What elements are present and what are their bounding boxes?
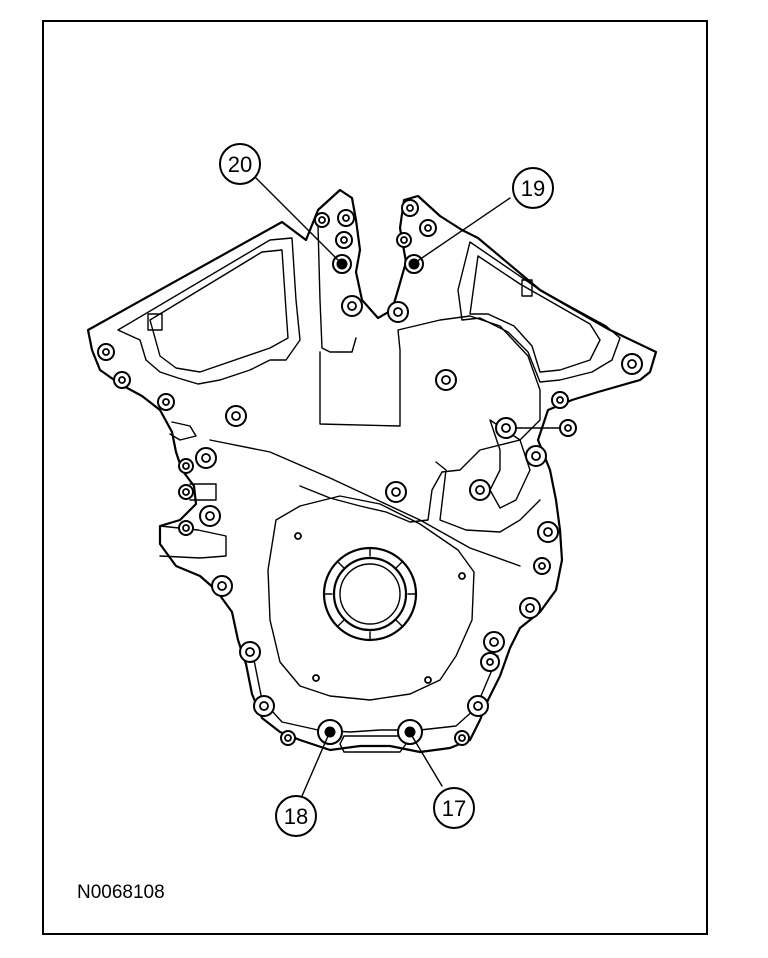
bolt-19 — [404, 254, 424, 274]
callout-17-label: 17 — [442, 796, 466, 821]
leader-17 — [411, 735, 443, 787]
figure-id: N0068108 — [77, 882, 165, 903]
right-cavity-inner — [469, 255, 601, 373]
pump-plate — [267, 495, 475, 701]
plate-dot — [424, 676, 432, 684]
bolt-18 — [317, 719, 343, 745]
cover-outline — [86, 188, 658, 754]
plate-dot — [458, 572, 466, 580]
callout-18: 18 — [275, 795, 317, 837]
center-block-lower — [435, 461, 541, 533]
right-passage — [489, 419, 531, 509]
lower-flange — [253, 655, 499, 733]
left-cavity-inner — [149, 249, 289, 373]
diagonal-rib — [209, 439, 521, 567]
crank-seal-inner — [332, 556, 408, 632]
right-tab — [521, 279, 533, 297]
bolt-bosses — [97, 199, 643, 746]
seal-tabs — [323, 547, 417, 641]
callout-19-label: 19 — [521, 176, 545, 201]
leader-20 — [255, 177, 341, 263]
left-rib-1 — [169, 421, 197, 441]
left-tab — [147, 313, 163, 331]
callout-20-label: 20 — [228, 152, 252, 177]
plate-dot — [294, 532, 302, 540]
plate-dot — [312, 674, 320, 682]
oil-pan-rail — [339, 735, 407, 753]
right-cavity — [457, 241, 621, 383]
crank-seal-bore — [339, 563, 401, 625]
center-block — [299, 315, 541, 523]
leader-19 — [415, 197, 511, 263]
leader-18 — [301, 735, 329, 797]
left-rib-3 — [189, 483, 217, 501]
callout-17: 17 — [433, 787, 475, 829]
callout-20: 20 — [219, 143, 261, 185]
callout-19: 19 — [512, 167, 554, 209]
left-cavity — [117, 237, 301, 385]
figure-frame — [42, 20, 708, 935]
bolt-17 — [397, 719, 423, 745]
left-cavity-wall — [317, 225, 357, 353]
callout-18-label: 18 — [284, 804, 308, 829]
